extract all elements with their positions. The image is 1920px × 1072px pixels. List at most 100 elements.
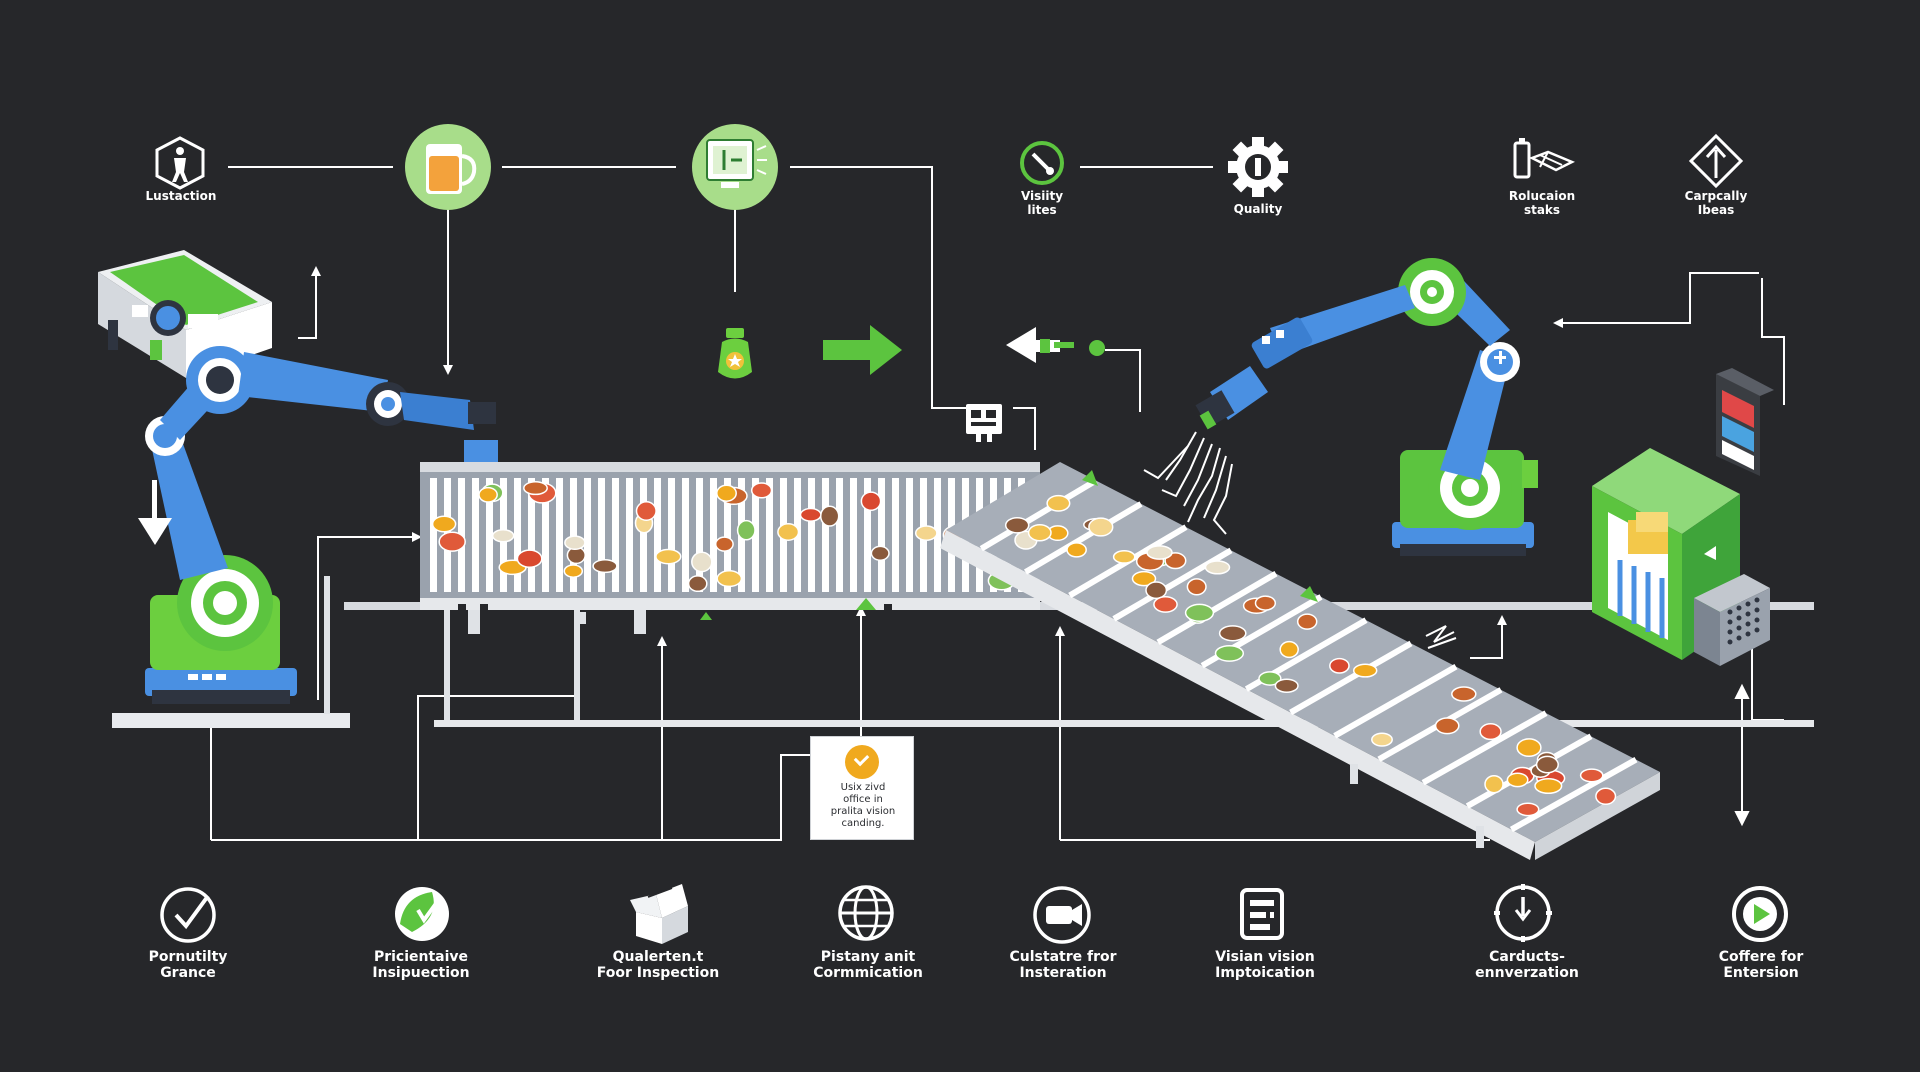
food-item <box>1218 625 1247 642</box>
food-item <box>716 570 743 588</box>
grille-hole <box>1727 629 1733 635</box>
food-item <box>1535 755 1559 774</box>
food-item <box>523 481 548 496</box>
conveyor-slat <box>626 478 633 592</box>
play-circle-icon <box>1732 886 1788 942</box>
grille-hole <box>1736 605 1742 611</box>
label-lustaction: Lustaction <box>145 189 217 203</box>
food-item <box>914 525 938 541</box>
battery-map-icon <box>1513 138 1576 179</box>
document-icon <box>1240 888 1284 940</box>
grille-hole <box>1736 615 1742 621</box>
conveyor-slat <box>542 478 549 592</box>
conveyor-slat <box>696 478 703 592</box>
conveyor-slat <box>808 478 815 592</box>
note-text: Usix zivd office in pralita vision candi… <box>830 782 896 829</box>
gear-icon <box>1228 137 1288 197</box>
grille-hole <box>1727 619 1733 625</box>
conveyor-slat <box>486 478 493 592</box>
food-item <box>1296 613 1318 630</box>
conveyor-slat <box>906 478 913 592</box>
label-step-6: Visian vision Imptoication <box>1215 949 1315 982</box>
conveyor-slat <box>654 478 661 592</box>
incline-slat <box>1333 663 1458 739</box>
food-item <box>716 484 737 502</box>
conveyor-incline <box>940 462 1660 860</box>
food-item <box>1066 542 1087 558</box>
food-item <box>860 491 882 512</box>
conveyor-slat <box>612 478 619 592</box>
food-item <box>1516 802 1540 817</box>
conveyor-slat <box>570 478 577 592</box>
conveyor-slat <box>640 478 647 592</box>
food-item <box>1352 663 1378 678</box>
globe-icon <box>838 885 894 941</box>
sensor-box-icon <box>966 404 1002 442</box>
conveyor-slat <box>822 478 829 592</box>
box-icon <box>630 884 688 944</box>
food-item <box>1186 578 1207 596</box>
food-item <box>1451 686 1477 702</box>
food-item <box>736 519 756 541</box>
food-item <box>1279 640 1299 659</box>
food-item <box>1516 738 1542 758</box>
grille-hole <box>1745 611 1751 617</box>
green-arrow-right-icon <box>823 325 902 375</box>
incline-slat <box>1023 501 1143 575</box>
label-step-3: Qualerten.t Foor Inspection <box>596 949 720 982</box>
clock-icon <box>1494 884 1552 942</box>
label-quality: Quality <box>1233 202 1283 216</box>
label-carpcally: Carpcally Ibeas <box>1684 189 1748 217</box>
incline-slat <box>1156 571 1278 645</box>
conveyor-slat <box>556 478 563 592</box>
conveyor-slat <box>766 478 773 592</box>
food-item <box>819 505 840 527</box>
camera-icon <box>1033 886 1091 944</box>
conveyor-slat <box>724 478 731 592</box>
food-item <box>687 575 708 593</box>
conveyor-slat <box>752 478 759 592</box>
grille-hole <box>1736 635 1742 641</box>
food-item <box>1112 550 1136 564</box>
connector-lines <box>228 166 1785 450</box>
status-screen <box>1716 368 1774 476</box>
food-item <box>1479 723 1502 741</box>
monitor-icon <box>692 124 778 210</box>
food-item <box>1274 678 1299 693</box>
incline-slat <box>979 478 1098 552</box>
food-item <box>1329 657 1350 674</box>
food-item <box>1204 560 1231 575</box>
conveyor-slat <box>472 478 479 592</box>
person-hexagon-icon <box>155 136 205 190</box>
incline-slat <box>1509 756 1638 833</box>
food-item <box>655 548 682 565</box>
grille-hole <box>1754 597 1760 603</box>
food-item <box>1145 581 1168 600</box>
conveyor-slat <box>682 478 689 592</box>
conveyor-slat <box>514 478 521 592</box>
grille-hole <box>1727 609 1733 615</box>
food-item <box>714 536 734 552</box>
conveyor-slat <box>430 478 437 592</box>
food-item <box>1434 717 1460 735</box>
conveyor-slat <box>934 478 941 592</box>
inspection-note-card: Usix zivd office in pralita vision candi… <box>810 736 914 840</box>
food-item <box>799 507 822 522</box>
check-badge-icon <box>845 745 879 779</box>
leaf-check-icon <box>395 887 449 941</box>
food-item <box>1371 732 1393 747</box>
label-step-5: Culstatre fror Insteration <box>1009 949 1117 982</box>
down-arrow-icon <box>138 480 172 545</box>
label-step-2: Pricientaive Insipuection <box>372 949 470 982</box>
label-step-8: Coffere for Entersion <box>1718 949 1804 982</box>
food-item <box>1004 516 1030 534</box>
food-item <box>1027 523 1052 542</box>
conveyor-slat <box>668 478 675 592</box>
food-item <box>1534 777 1563 795</box>
food-item <box>1184 603 1215 622</box>
food-item <box>1258 671 1282 686</box>
food-item <box>1254 595 1277 611</box>
conveyor-slat <box>584 478 591 592</box>
